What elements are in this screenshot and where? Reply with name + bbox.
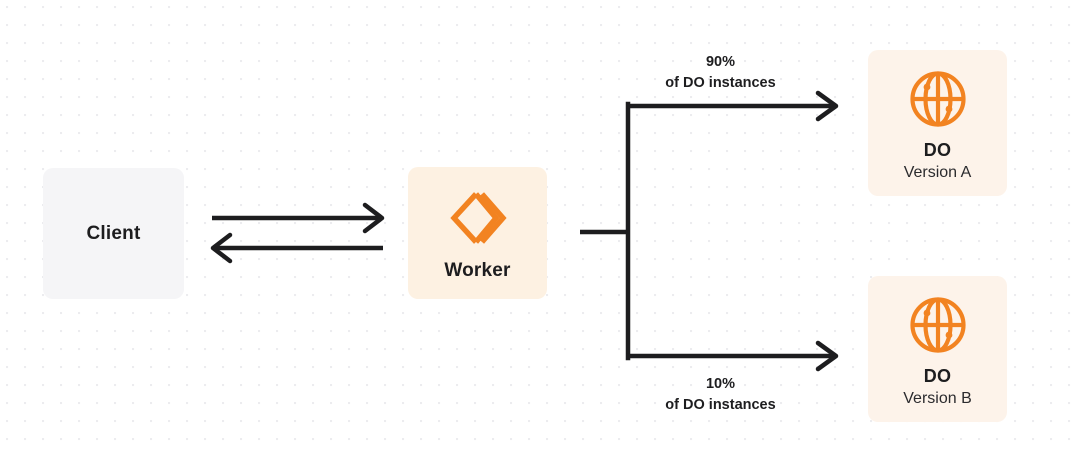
edge-label-do-b-percent: 10%: [705, 376, 736, 392]
edge-label-do-b: 10% of DO instances: [628, 374, 813, 416]
edge-label-do-a: 90% of DO instances: [628, 52, 813, 94]
node-client: Client: [43, 168, 184, 299]
worker-label: Worker: [444, 260, 511, 281]
arrow-worker-to-client: [210, 232, 383, 264]
node-worker: Worker: [408, 167, 547, 299]
node-do-version-b: DO Version B: [868, 276, 1007, 422]
globe-icon: [909, 296, 967, 354]
do-a-sublabel: Version A: [903, 164, 972, 181]
globe-icon: [909, 70, 967, 128]
arrow-worker-to-do-a: [626, 90, 839, 122]
client-label: Client: [86, 222, 141, 244]
do-a-label: DO: [923, 140, 952, 160]
arrow-worker-to-do-b: [626, 340, 839, 372]
do-b-sublabel: Version B: [903, 390, 972, 407]
edge-label-do-a-description: of DO instances: [665, 75, 776, 92]
edge-label-do-a-percent: 90%: [705, 54, 736, 70]
do-b-label: DO: [923, 366, 952, 386]
node-do-version-a: DO Version A: [868, 50, 1007, 196]
cloudflare-workers-icon: [446, 189, 510, 247]
edge-label-do-b-description: of DO instances: [665, 397, 776, 414]
arrow-client-to-worker: [212, 202, 385, 234]
